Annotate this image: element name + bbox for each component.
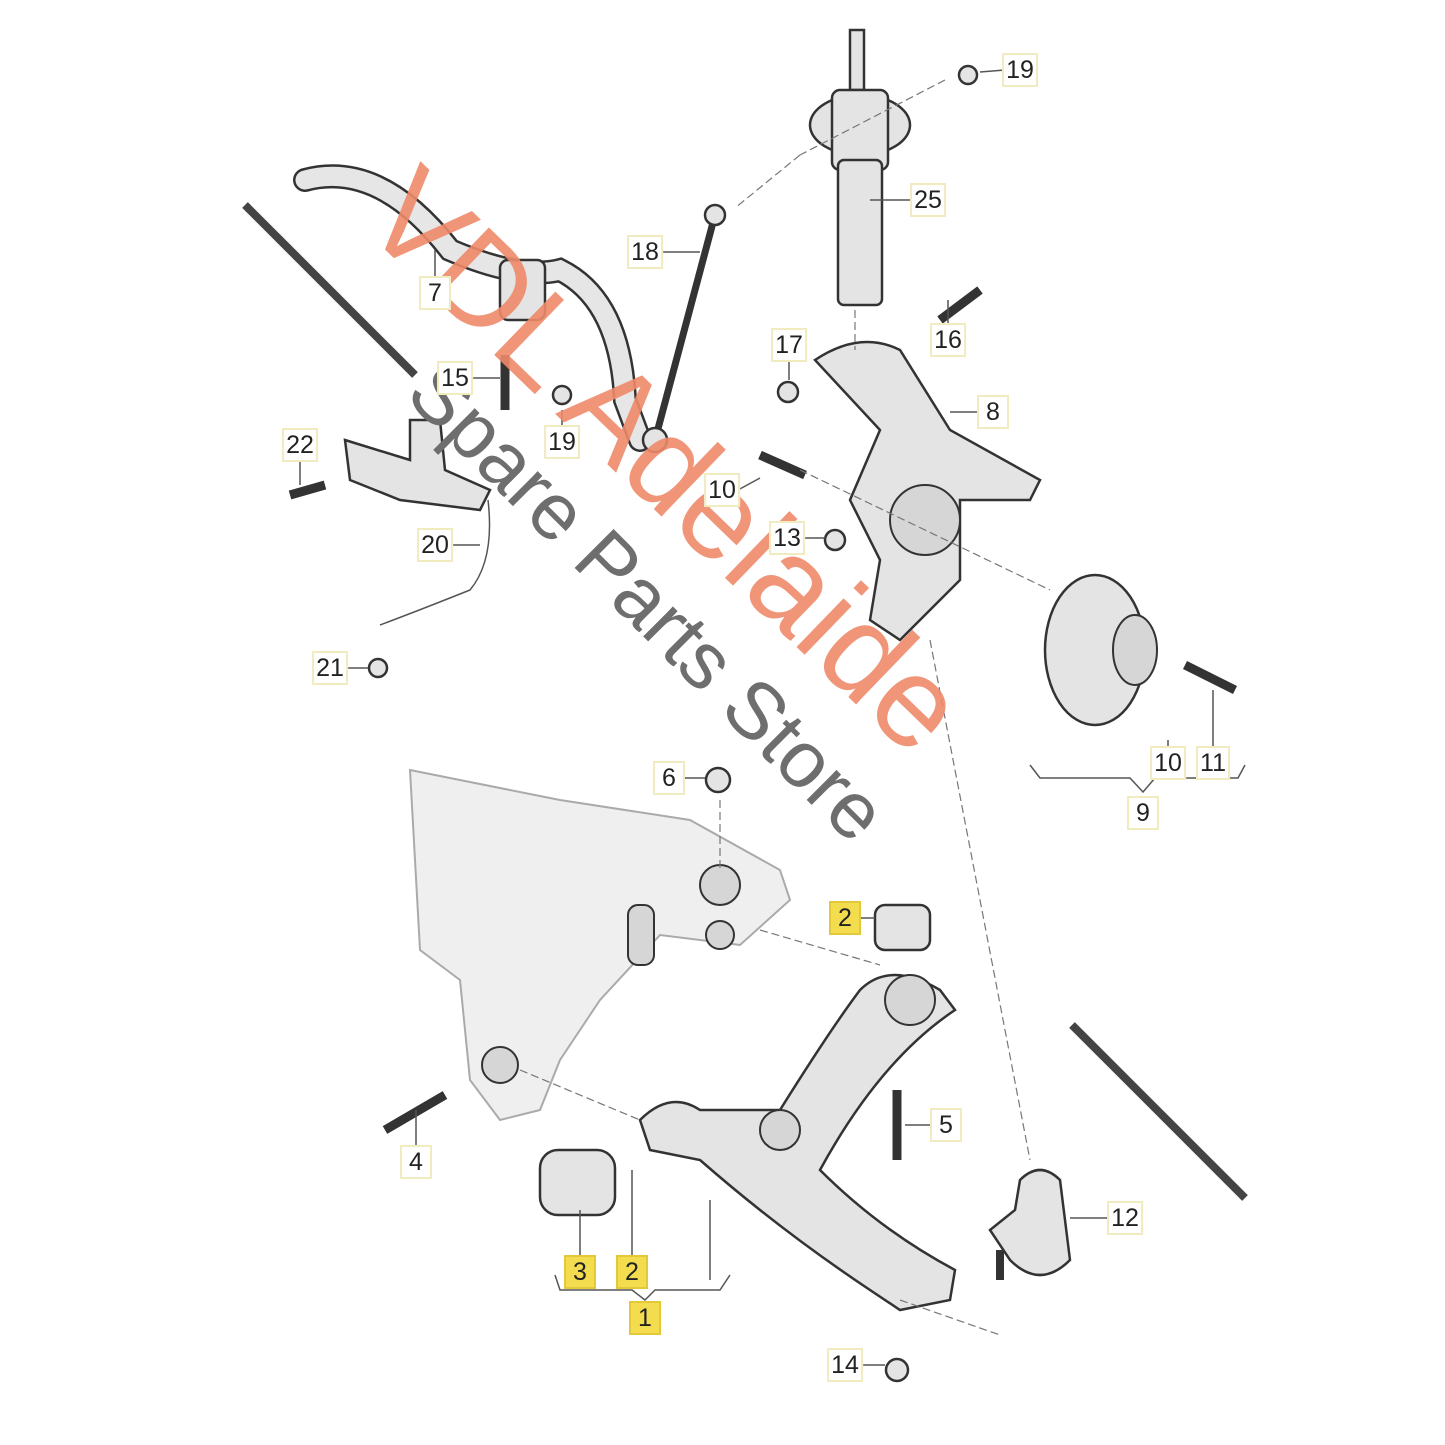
part-label-3: 3 (564, 1255, 596, 1289)
part-label-17: 17 (771, 328, 807, 362)
assembly-line (899, 1299, 1001, 1336)
assembly-line (929, 639, 1031, 1161)
part-label-1: 1 (629, 1301, 661, 1335)
assembly-line (734, 154, 801, 209)
part-label-13: 13 (769, 521, 805, 555)
ball-joint (988, 1168, 1072, 1277)
assembly-line (519, 1069, 641, 1121)
part-label-11: 11 (1196, 746, 1230, 780)
coupling-rod-end (641, 426, 669, 454)
subframe-sleeve (627, 904, 655, 966)
wishbone-bushing-seat (884, 974, 936, 1026)
strut-upper (830, 88, 890, 172)
nut (551, 384, 573, 406)
part-label-25: 25 (910, 183, 946, 217)
part-label-10b: 10 (1150, 746, 1186, 780)
wishbone-hole (759, 1109, 801, 1151)
bonded-rubber-bushing-front (538, 1148, 617, 1217)
nut (367, 657, 389, 679)
shock-absorber (836, 158, 884, 307)
strut-rod (848, 28, 866, 92)
part-label-2b: 2 (616, 1255, 648, 1289)
subframe-mount-hole (705, 920, 735, 950)
nut (823, 528, 847, 552)
part-label-18: 18 (627, 235, 663, 269)
part-label-4: 4 (400, 1145, 432, 1179)
bolt (1182, 660, 1238, 695)
nut (704, 766, 732, 794)
level-sensor (343, 418, 492, 512)
part-label-7: 7 (419, 276, 451, 310)
nut (884, 1357, 910, 1383)
part-label-21: 21 (312, 651, 348, 685)
assembly-line (799, 469, 1051, 591)
bolt (937, 286, 983, 324)
bracket-9 (1029, 764, 1246, 794)
subframe-mount-hole (481, 1046, 519, 1084)
assembly-line (799, 79, 946, 156)
bracket-1 (554, 1274, 731, 1301)
part-label-8: 8 (977, 395, 1009, 429)
part-label-5: 5 (930, 1108, 962, 1142)
stabilizer-bushing (498, 258, 547, 322)
nut (957, 64, 979, 86)
coupling-rod (651, 214, 719, 441)
part-label-2a: 2 (829, 901, 861, 935)
wishbone (638, 973, 957, 1312)
part-label-20: 20 (417, 528, 453, 562)
assembly-line (759, 929, 881, 966)
sensor-linkage (379, 499, 491, 626)
part-label-14: 14 (827, 1348, 863, 1382)
part-label-12: 12 (1107, 1201, 1143, 1235)
part-label-10a: 10 (704, 473, 740, 507)
part-label-19b: 19 (544, 425, 580, 459)
coupling-rod-end (703, 203, 727, 227)
leader-lines (579, 1170, 711, 1280)
wheel-hub-center (1112, 614, 1158, 686)
part-label-6: 6 (653, 761, 685, 795)
bolt (288, 480, 327, 500)
bonded-rubber-bushing-rear (873, 903, 932, 952)
watermark-bar-left (242, 202, 418, 378)
part-label-16: 16 (930, 323, 966, 357)
subframe (408, 768, 792, 1122)
subframe-mount-hole (699, 864, 741, 906)
part-label-22: 22 (282, 428, 318, 462)
part-label-9: 9 (1127, 796, 1159, 830)
nut (776, 380, 800, 404)
watermark-bar-right (1069, 1022, 1248, 1201)
part-label-19a: 19 (1002, 53, 1038, 87)
bolt (758, 450, 807, 480)
bolt (382, 1091, 448, 1134)
bearing-bore (889, 484, 961, 556)
part-label-15: 15 (437, 361, 473, 395)
